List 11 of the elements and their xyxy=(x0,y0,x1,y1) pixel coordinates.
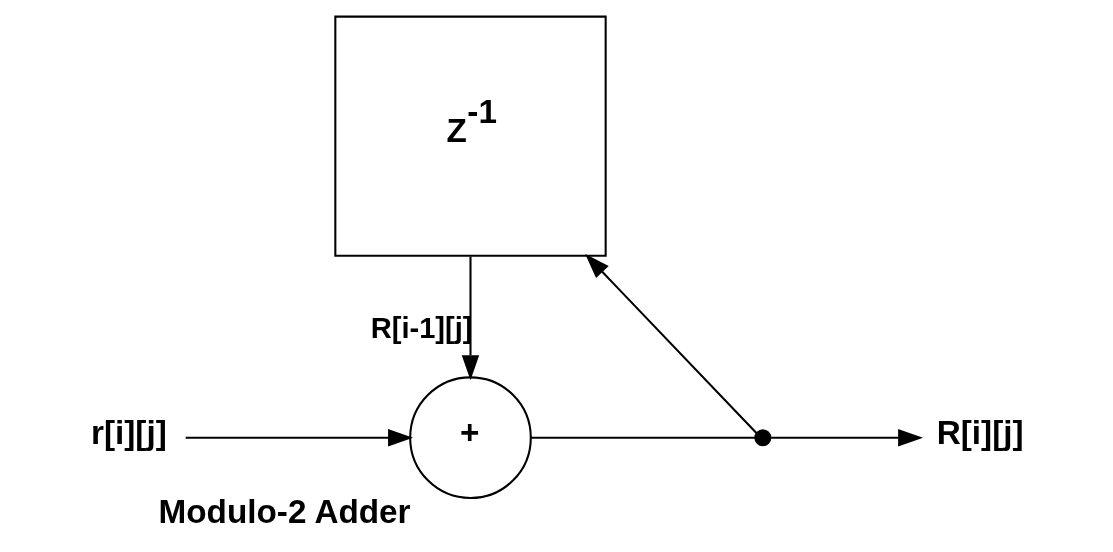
node-circle xyxy=(753,429,771,447)
arrow xyxy=(185,428,413,447)
arrow xyxy=(461,256,479,381)
arrow xyxy=(584,253,757,435)
arrow xyxy=(770,428,923,447)
node-label: Modulo-2 Adder xyxy=(158,492,411,530)
edge-label: R[i-1][j] xyxy=(370,312,473,345)
node-text: r[i][j] xyxy=(90,413,167,451)
connector xyxy=(530,436,755,439)
node-circle: + xyxy=(408,376,532,500)
node-text: R[i][j] xyxy=(936,413,1024,451)
